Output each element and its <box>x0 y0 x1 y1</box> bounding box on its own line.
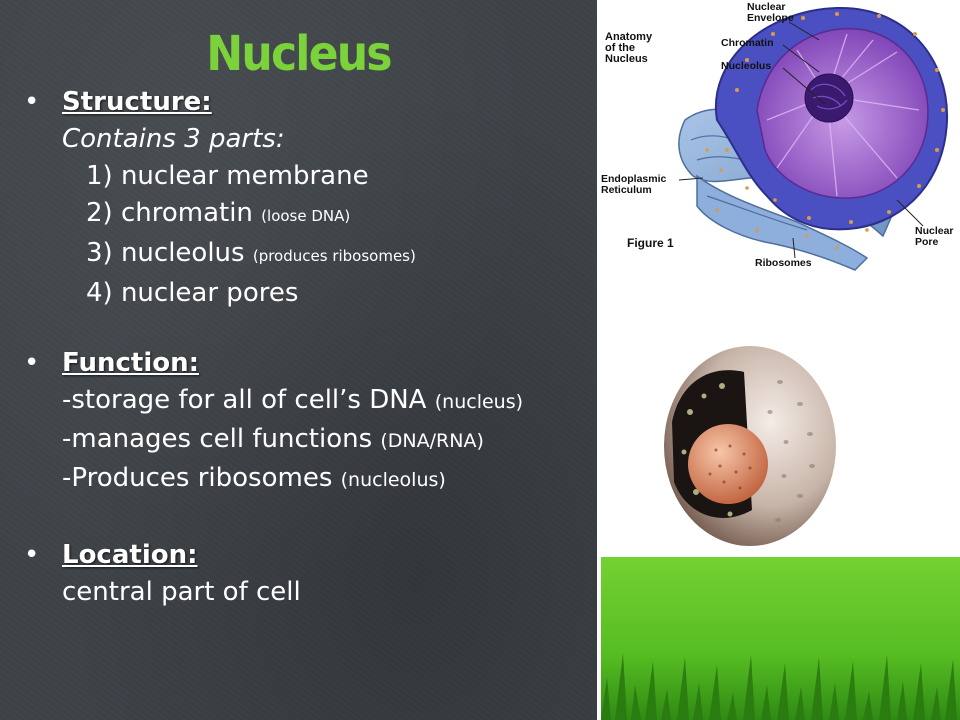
structure-part: 1) nuclear membrane <box>86 161 369 191</box>
structure-heading: Structure: <box>62 87 212 117</box>
grass-illustration <box>601 557 960 720</box>
cutaway-sphere-illustration <box>664 346 836 546</box>
location-text: central part of cell <box>62 577 301 607</box>
structure-part: 4) nuclear pores <box>86 278 299 308</box>
nucleus-anatomy-figure: Anatomy of the Nucleus Nuclear Envelope … <box>597 0 960 280</box>
label-nuclear-envelope: Nuclear Envelope <box>747 1 794 24</box>
bullet-function: • Function: -storage for all of cell’s D… <box>16 345 591 499</box>
structure-part: 2) chromatin (loose DNA) <box>86 198 351 228</box>
slide-title: Nucleus <box>206 26 392 82</box>
function-heading: Function: <box>62 348 200 378</box>
function-item: -Produces ribosomes (nucleolus) <box>62 463 446 493</box>
function-item: -storage for all of cell’s DNA (nucleus) <box>62 385 524 415</box>
label-ribosomes: Ribosomes <box>755 257 812 269</box>
bullet-structure: • Structure: Contains 3 parts: 1) nuclea… <box>16 84 591 312</box>
grass-image <box>601 557 960 720</box>
bullet-dot-icon: • <box>24 348 40 378</box>
label-endoplasmic-reticulum: Endoplasmic Reticulum <box>601 173 667 196</box>
label-chromatin: Chromatin <box>721 37 774 49</box>
location-heading: Location: <box>62 540 198 570</box>
chalkboard-panel <box>0 0 597 720</box>
bullet-location: • Location: central part of cell <box>16 537 591 611</box>
label-leader-lines <box>678 21 924 259</box>
bullet-dot-icon: • <box>24 540 40 570</box>
ribosome-dots <box>705 12 945 250</box>
figure1-heading: Anatomy of the Nucleus <box>605 31 653 65</box>
nucleus-anatomy-illustration <box>678 6 949 271</box>
nucleus-cutaway-sphere <box>660 342 840 552</box>
inner-nucleolus <box>688 424 768 504</box>
structure-part: 3) nucleolus (produces ribosomes) <box>86 238 416 268</box>
label-nucleolus: Nucleolus <box>721 60 772 72</box>
function-item: -manages cell functions (DNA/RNA) <box>62 424 484 454</box>
label-nuclear-pore: Nuclear Pore <box>915 225 954 248</box>
bullet-dot-icon: • <box>24 87 40 117</box>
bullet-list: • Structure: Contains 3 parts: 1) nuclea… <box>16 84 591 611</box>
figure1-caption: Figure 1 <box>627 236 674 250</box>
structure-intro: Contains 3 parts: <box>62 124 285 154</box>
